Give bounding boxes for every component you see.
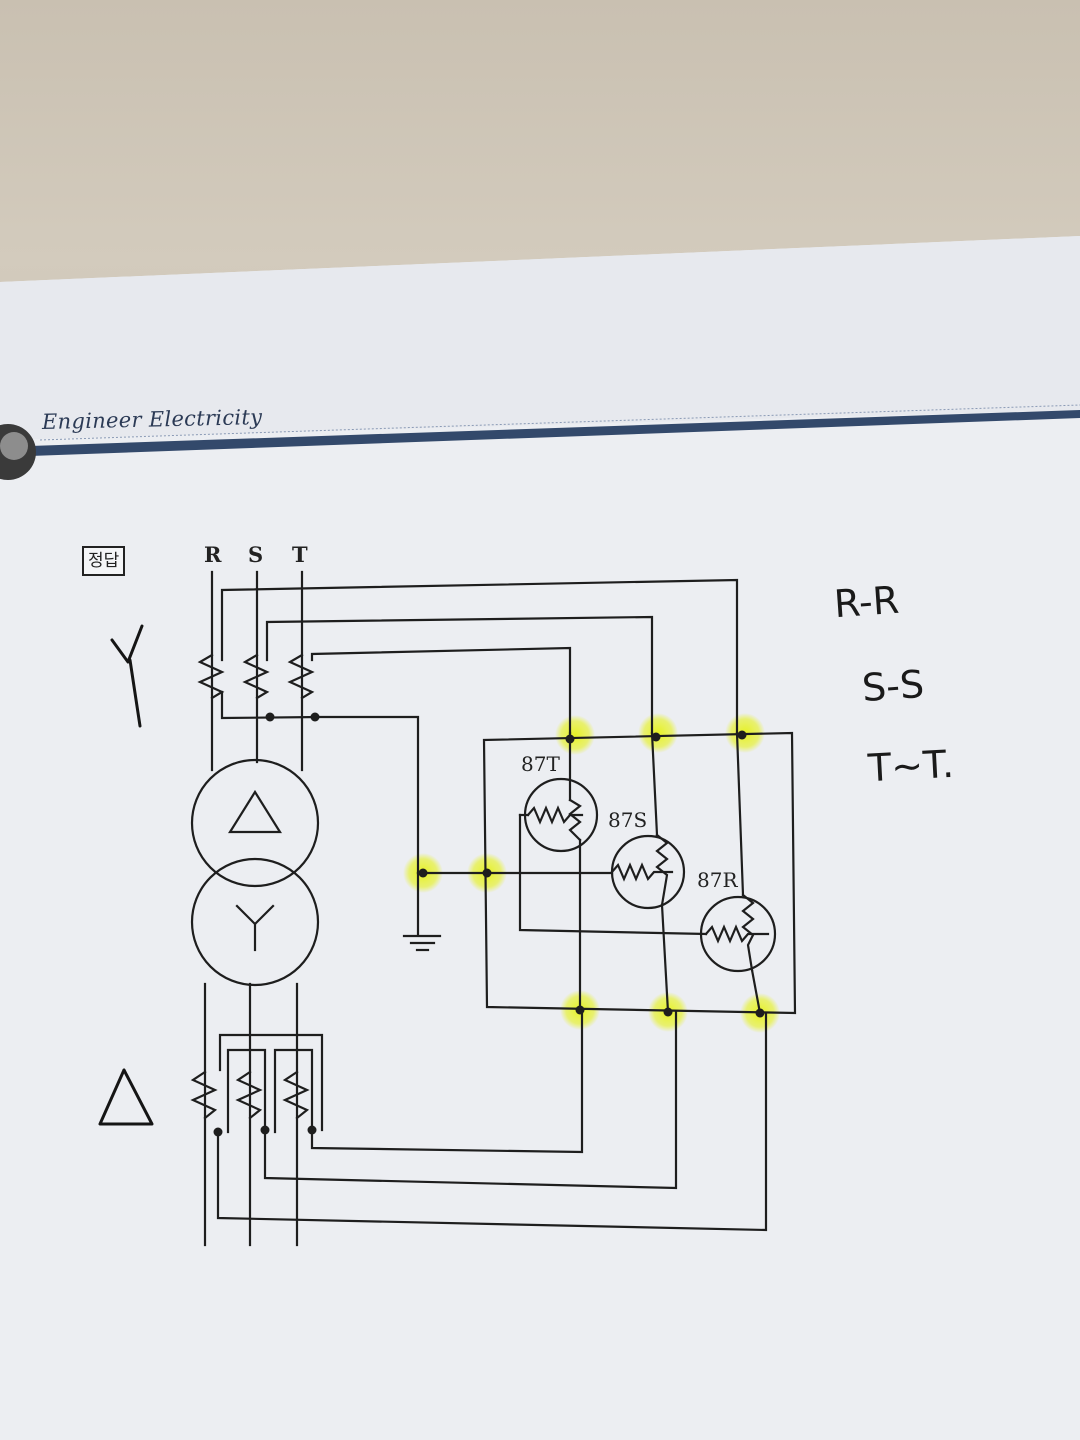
junction-dots bbox=[213, 712, 765, 1137]
relay-label-87t: 87T bbox=[521, 752, 560, 776]
ct-bottom-r bbox=[190, 1070, 218, 1120]
phase-label-t: T bbox=[292, 542, 308, 567]
phase-label-r: R bbox=[204, 542, 222, 567]
relay-87r-coil bbox=[699, 895, 777, 973]
relay-label-87s: 87S bbox=[608, 808, 648, 832]
transformer-secondary bbox=[190, 857, 320, 987]
ct-top-s bbox=[242, 653, 270, 700]
relay-87t-coil bbox=[523, 777, 599, 853]
answer-box: 정답 bbox=[82, 546, 126, 576]
phase-label-s: S bbox=[248, 542, 264, 567]
relay-87s-coil bbox=[610, 834, 686, 910]
ct-bottom-t bbox=[282, 1070, 310, 1120]
handwritten-note-s: S-S bbox=[860, 661, 926, 711]
handwritten-note-r: R-R bbox=[832, 577, 901, 627]
handwritten-note-t: T~T. bbox=[866, 741, 955, 791]
ct-top-r bbox=[197, 653, 225, 700]
transformer-primary bbox=[190, 758, 320, 888]
ct-bottom-s bbox=[235, 1070, 263, 1120]
relay-label-87r: 87R bbox=[697, 868, 738, 892]
highlight-marks bbox=[403, 713, 780, 1033]
ct-top-t bbox=[287, 653, 315, 700]
handwriting-marks bbox=[98, 624, 154, 1126]
